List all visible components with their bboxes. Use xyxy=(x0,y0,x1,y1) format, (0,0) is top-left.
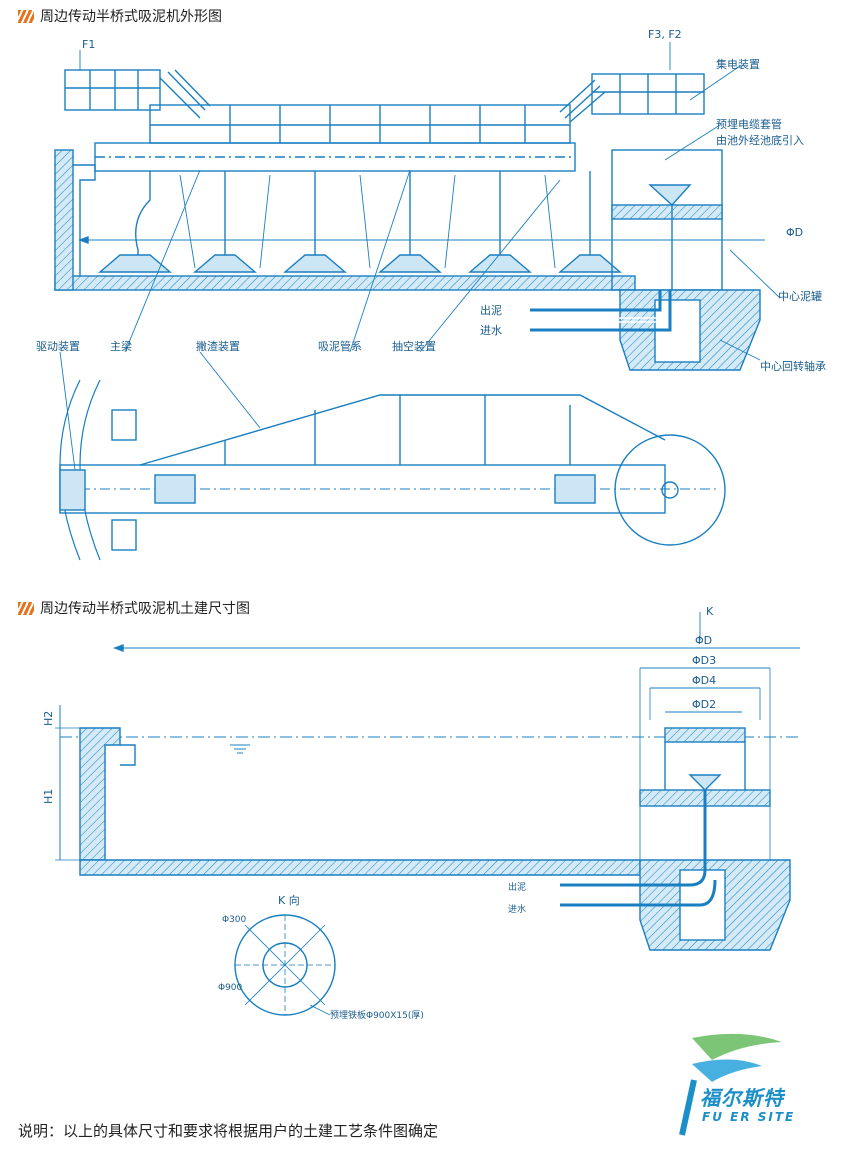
label-d900: Φ900 xyxy=(218,983,243,993)
top-title-text: 周边传动半桥式吸泥机外形图 xyxy=(40,9,222,25)
scum-frame xyxy=(139,394,666,466)
center-column xyxy=(611,149,723,291)
label-out-mud-top: 出泥 xyxy=(480,303,502,317)
civil-floor xyxy=(79,859,641,876)
title-marker-icon xyxy=(18,9,34,23)
label-center-bearing: 中心回转轴承 xyxy=(760,359,826,373)
bottom-section-title: 周边传动半桥式吸泥机土建尺寸图 xyxy=(18,598,250,618)
label-plate: 预埋铁板Φ900X15(厚) xyxy=(330,1009,424,1021)
civil-drawing xyxy=(55,612,800,1016)
title-marker-icon xyxy=(18,601,34,615)
footnote: 说明：以上的具体尺寸和要求将根据用户的土建工艺条件图确定 xyxy=(18,1122,439,1140)
label-in-water-top: 进水 xyxy=(480,324,502,337)
logo-leaf-icon xyxy=(679,1033,782,1136)
suction-pipe-array xyxy=(98,171,622,273)
label-phi-d3: ΦD3 xyxy=(692,654,716,667)
tank-left-wall xyxy=(54,149,74,291)
label-f3f2: F3, F2 xyxy=(648,28,682,41)
label-cable-route: 由池外经池底引入 xyxy=(716,133,804,147)
label-k: K xyxy=(706,605,714,618)
label-k-view: K 向 xyxy=(278,893,300,907)
label-phi-d-bottom: ΦD xyxy=(695,634,712,647)
label-phi-d-top: ΦD xyxy=(786,226,803,239)
main-bridge-truss xyxy=(149,104,571,144)
label-drive: 驱动装置 xyxy=(36,340,80,353)
label-out-mud-bottom: 出泥 xyxy=(508,881,526,893)
label-collector: 集电装置 xyxy=(716,57,760,71)
top-section-title: 周边传动半桥式吸泥机外形图 xyxy=(18,6,222,26)
logo-english-text: FU ER SITE xyxy=(702,1110,796,1124)
logo-chinese-text: 福尔斯特 xyxy=(700,1086,784,1110)
label-cable-sleeve: 预埋电缆套管 xyxy=(716,117,782,131)
label-center-tank: 中心泥罐 xyxy=(778,290,822,303)
left-platform-rail xyxy=(64,69,161,111)
label-in-water-bottom: 进水 xyxy=(508,903,526,915)
plan-drawing xyxy=(59,169,726,561)
label-h1: H1 xyxy=(42,789,55,804)
label-pump: 抽空装置 xyxy=(392,339,436,353)
label-phi-d2: ΦD2 xyxy=(692,698,716,711)
label-suction-pipe: 吸泥管系 xyxy=(318,339,362,353)
civil-left-wall xyxy=(79,727,121,861)
label-main-beam: 主梁 xyxy=(110,339,132,353)
elevation-drawing xyxy=(54,42,781,371)
label-d300: Φ300 xyxy=(222,915,247,925)
label-scum: 撇渣装置 xyxy=(196,339,240,353)
label-h2: H2 xyxy=(42,711,55,726)
label-phi-d4: ΦD4 xyxy=(692,674,716,687)
company-logo: 福尔斯特 FU ER SITE xyxy=(672,1030,822,1140)
tank-floor xyxy=(54,275,636,291)
center-bearing-ring xyxy=(614,434,726,546)
bottom-title-text: 周边传动半桥式吸泥机土建尺寸图 xyxy=(40,601,250,617)
label-f1: F1 xyxy=(82,38,95,51)
